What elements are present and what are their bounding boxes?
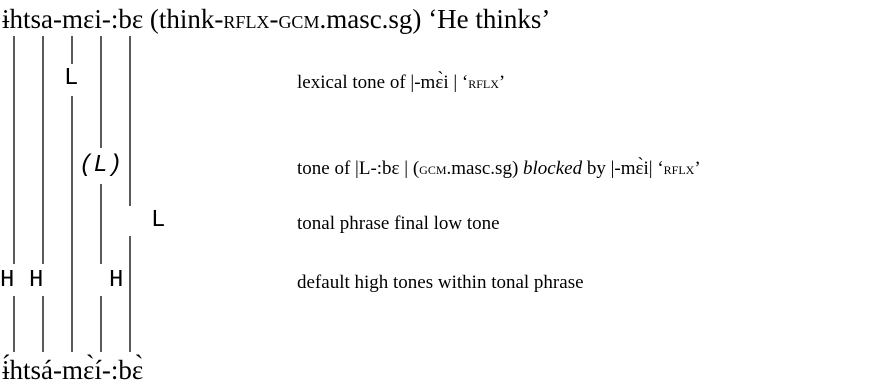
gloss-dash: - (269, 4, 279, 34)
gloss-gcm: gcm (278, 7, 320, 34)
desc-lexical-tone: lexical tone of |-mɛ̀i | ‘rflx’ (297, 72, 506, 93)
tone-blocked-L: (L) (79, 152, 123, 179)
example-header: ɨhtsa-mɛi-:bɛ (think-rflx-gcm.masc.sg) ‘… (2, 4, 550, 36)
gloss-rflx: rflx (223, 7, 270, 34)
desc-default-tones: default high tones within tonal phrase (297, 272, 584, 293)
desc-blocked-tone: tone of |L-:bɛ | (gcm.masc.sg) blocked b… (297, 158, 701, 179)
source-form: ɨhtsa-mɛi-:bɛ (2, 4, 144, 34)
tone-lexical-L: L (64, 65, 79, 92)
gloss-open: (think- (149, 4, 224, 34)
translation: ‘He thinks’ (428, 4, 551, 34)
tone-default-H-2: H (29, 267, 44, 294)
tone-default-H-3: H (109, 267, 124, 294)
surface-form: ɨ́htsá-mɛ̀í-:bɛ̀ (2, 355, 144, 385)
gloss-rest: .masc.sg) (319, 4, 422, 34)
tone-final-L: L (151, 207, 166, 234)
tone-default-H-1: H (0, 267, 15, 294)
desc-final-tone: tonal phrase final low tone (297, 213, 500, 234)
